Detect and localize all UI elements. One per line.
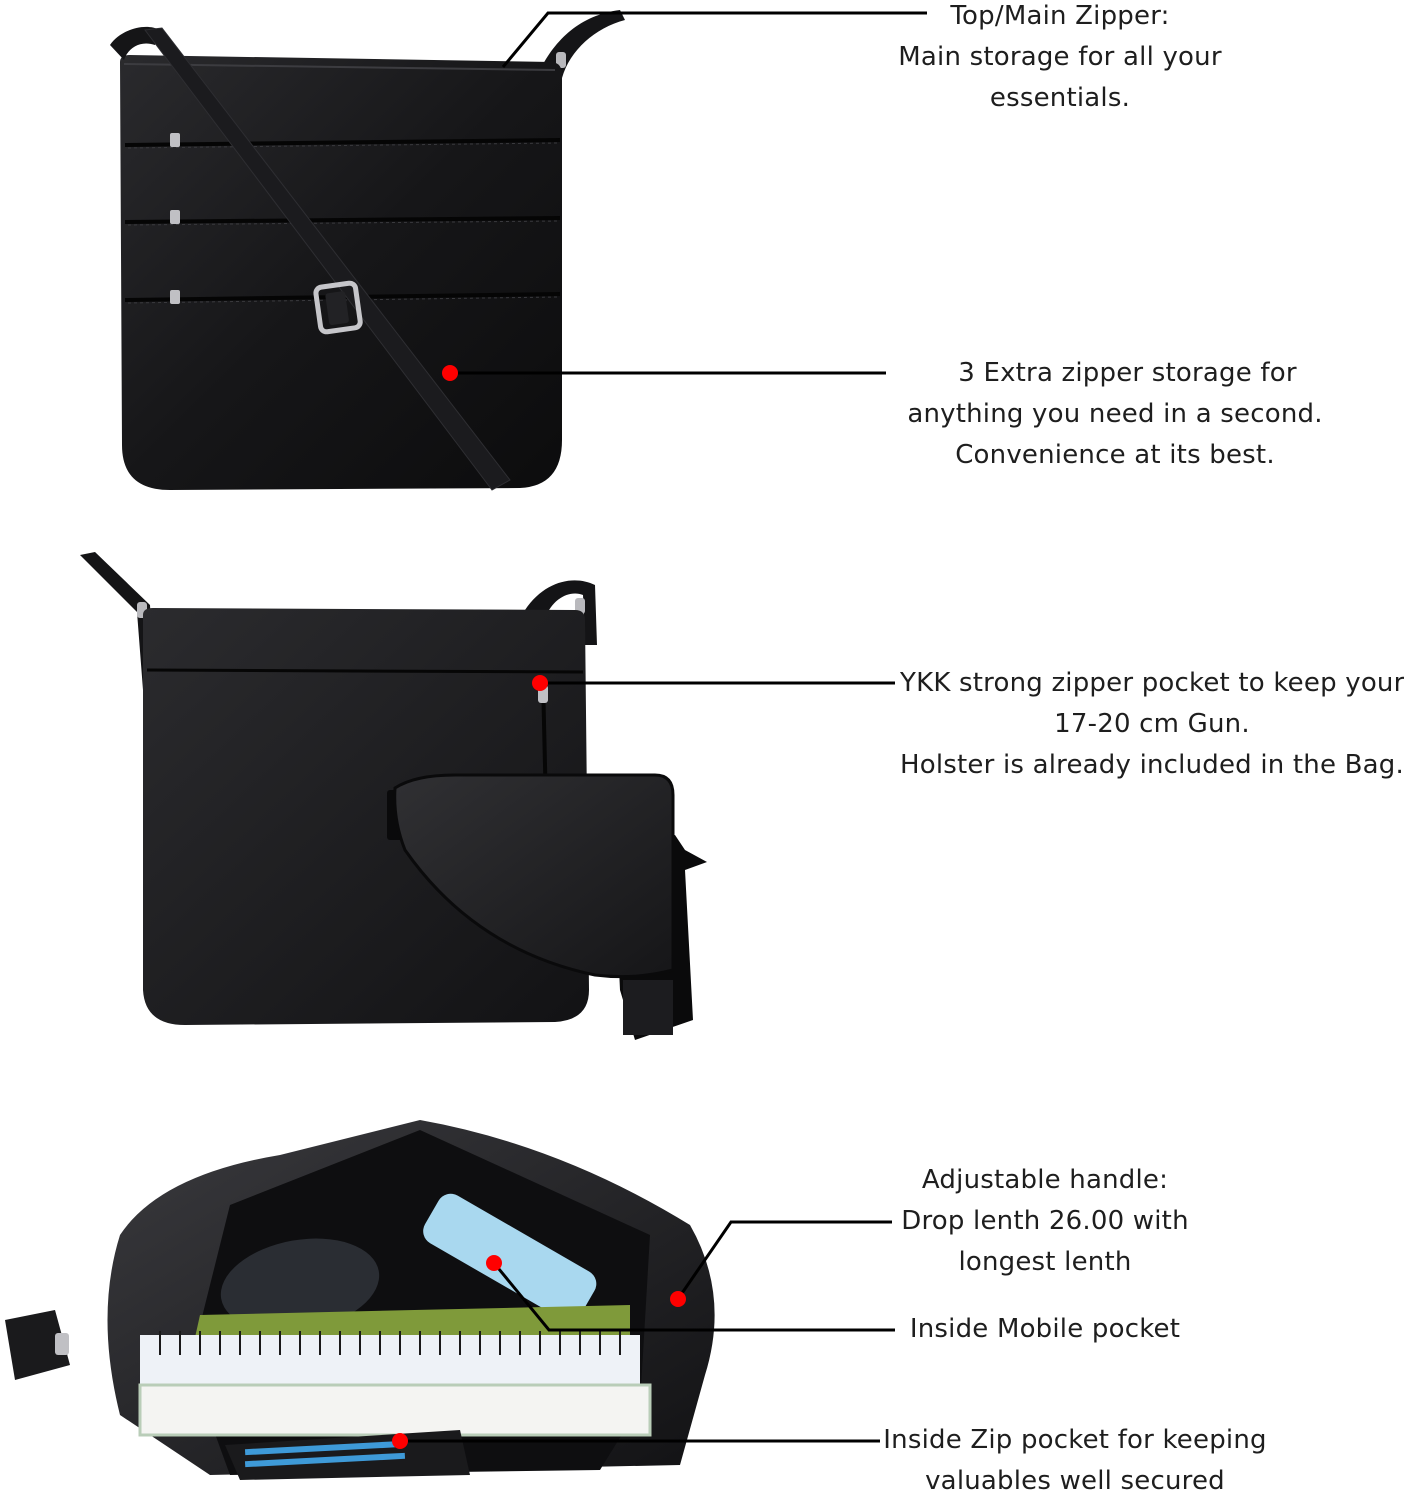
caption-line: Inside Zip pocket for keeping bbox=[883, 1425, 1267, 1455]
caption-line: Convenience at its best. bbox=[955, 440, 1275, 470]
callout-dot-handle bbox=[670, 1291, 686, 1307]
caption-inside-mobile-pocket: Inside Mobile pocket bbox=[900, 1309, 1190, 1350]
caption-inside-zip-pocket: Inside Zip pocket for keeping valuables … bbox=[880, 1420, 1270, 1502]
caption-extra-zipper-storage: 3 Extra zipper storage for anything you … bbox=[890, 353, 1340, 476]
caption-line: Drop lenth 26.00 with bbox=[901, 1206, 1189, 1236]
bag-open-interior-view bbox=[0, 1115, 740, 1500]
caption-line: longest lenth bbox=[958, 1247, 1132, 1277]
callout-dot-mobile-pocket bbox=[486, 1255, 502, 1271]
bag-front-view bbox=[100, 0, 640, 500]
caption-line: YKK strong zipper pocket to keep your bbox=[900, 668, 1404, 698]
caption-line: anything you need in a second. bbox=[907, 399, 1323, 429]
caption-line: Inside Mobile pocket bbox=[909, 1314, 1181, 1344]
caption-line: Main storage for all your bbox=[898, 42, 1222, 72]
bag-back-illustration bbox=[80, 552, 707, 1040]
caption-ykk-gun-pocket: YKK strong zipper pocket to keep your 17… bbox=[900, 663, 1404, 786]
bag-interior-illustration bbox=[5, 1120, 715, 1480]
bag-front-illustration bbox=[110, 10, 625, 491]
bag-back-view-with-holster bbox=[75, 550, 735, 1050]
caption-line: 3 Extra zipper storage for bbox=[958, 358, 1297, 388]
caption-line: essentials. bbox=[989, 83, 1131, 113]
caption-top-main-zipper: Top/Main Zipper: Main storage for all yo… bbox=[880, 0, 1240, 119]
caption-line: Top/Main Zipper: bbox=[950, 1, 1170, 31]
caption-adjustable-handle: Adjustable handle: Drop lenth 26.00 with… bbox=[890, 1160, 1200, 1283]
caption-line: 17-20 cm Gun. bbox=[1054, 709, 1250, 739]
caption-line: Holster is already included in the Bag. bbox=[900, 750, 1404, 780]
caption-line: valuables well secured bbox=[925, 1466, 1225, 1496]
callout-dot-extra-zipper bbox=[442, 365, 458, 381]
caption-line: Adjustable handle: bbox=[921, 1165, 1169, 1195]
callout-dot-ykk-pocket bbox=[532, 675, 548, 691]
callout-dot-zip-pocket bbox=[392, 1433, 408, 1449]
